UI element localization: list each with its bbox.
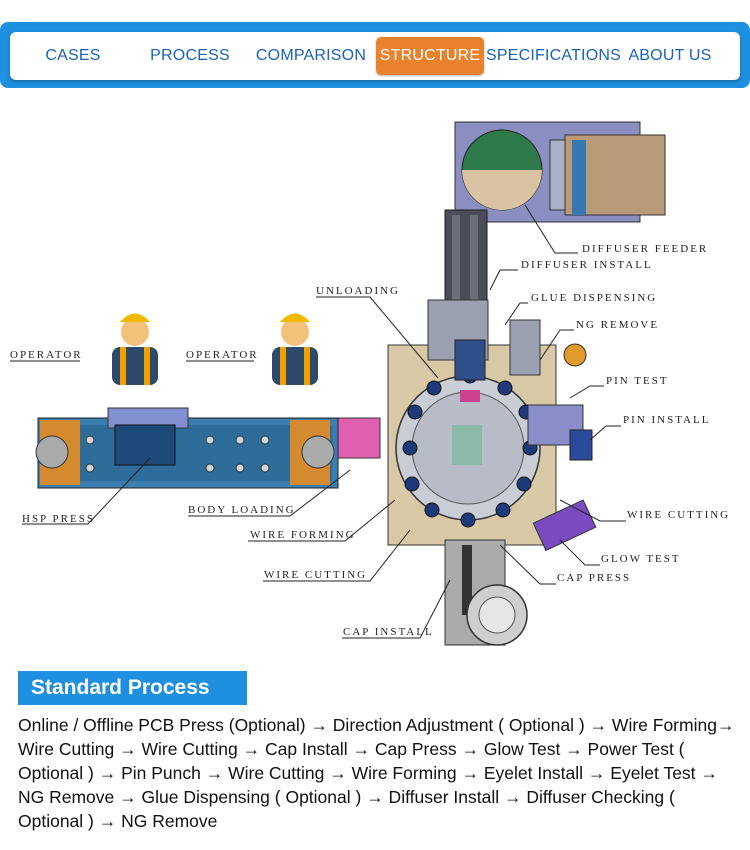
label-hsp-press: HSP PRESS — [22, 513, 95, 525]
operator-figure-2 — [272, 313, 318, 385]
conveyor-line — [35, 407, 339, 489]
operator-figure-1 — [112, 313, 158, 385]
nav-comparison[interactable]: COMPARISON — [255, 47, 367, 64]
nav-specifications[interactable]: SPECIFICATIONS — [486, 47, 621, 64]
label-glow-test: GLOW TEST — [601, 553, 681, 565]
nav-structure[interactable]: STRUCTURE — [376, 37, 484, 75]
label-wire-forming: WIRE FORMING — [250, 529, 356, 541]
nav-about-us[interactable]: ABOUT US — [628, 47, 712, 64]
gear-icon — [563, 343, 587, 367]
label-wire-cutting-right: WIRE CUTTING — [627, 509, 730, 521]
label-cap-press: CAP PRESS — [557, 572, 631, 584]
cap-feeder-unit — [444, 539, 528, 646]
label-glue-dispensing: GLUE DISPENSING — [531, 292, 657, 304]
nav-process[interactable]: PROCESS — [150, 47, 230, 64]
label-cap-install: CAP INSTALL — [343, 626, 434, 638]
label-pin-test: PIN TEST — [606, 375, 669, 387]
label-operator-2: OPERATOR — [186, 349, 259, 361]
top-nav-frame: CASES PROCESS COMPARISON STRUCTURE SPECI… — [0, 22, 750, 88]
glow-test-station — [532, 499, 597, 552]
top-nav: CASES PROCESS COMPARISON STRUCTURE SPECI… — [10, 32, 740, 80]
label-diffuser-feeder: DIFFUSER FEEDER — [582, 243, 708, 255]
machine-structure-diagram: DIFFUSER FEEDER DIFFUSER INSTALL UNLOADI… — [10, 121, 730, 646]
diffuser-feeder-unit — [454, 121, 666, 223]
process-description: Online / Offline PCB Press (Optional) → … — [18, 715, 735, 831]
section-title: Standard Process — [18, 671, 247, 705]
body-loading-station — [334, 417, 381, 459]
nav-cases[interactable]: CASES — [45, 47, 101, 64]
main-machine-table — [387, 299, 557, 546]
leader-lines — [10, 204, 626, 639]
label-operator-1: OPERATOR — [10, 349, 83, 361]
label-body-loading: BODY LOADING — [188, 504, 296, 516]
label-ng-remove: NG REMOVE — [576, 319, 659, 331]
label-pin-install: PIN INSTALL — [623, 414, 710, 426]
label-wire-cutting-left: WIRE CUTTING — [264, 569, 367, 581]
label-unloading: UNLOADING — [316, 285, 400, 297]
label-diffuser-install: DIFFUSER INSTALL — [521, 259, 653, 271]
